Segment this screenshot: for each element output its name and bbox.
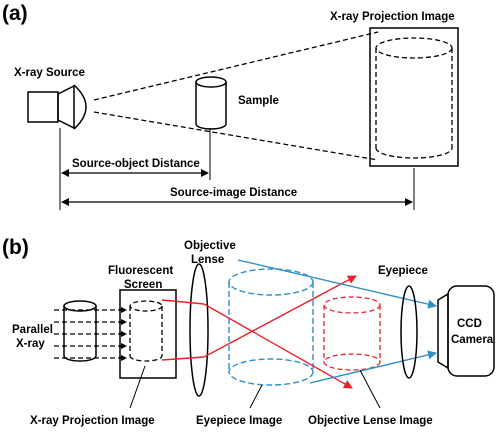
parallel-xray-rays — [54, 307, 127, 361]
xray-source-label: X-ray Source — [14, 67, 85, 79]
red-rays — [161, 275, 357, 389]
xray-source-neck — [57, 84, 75, 130]
fluorescent-screen — [119, 289, 177, 379]
objective-lens — [189, 263, 209, 397]
ccd-body — [447, 285, 495, 377]
projection-image-label: X-ray Projection Image — [330, 11, 455, 23]
projection-image-box — [369, 27, 459, 167]
projection-cylinder — [375, 37, 453, 159]
ccd-lens-mount — [437, 292, 449, 370]
xray-source — [27, 84, 87, 130]
source-object-label: Source-object Distance — [72, 158, 200, 170]
ccd-label-2: Camera — [451, 334, 494, 346]
ccd-camera — [437, 285, 495, 377]
objective-image-cylinder — [323, 296, 381, 371]
objective-label-1: Objective — [184, 240, 236, 252]
blue-rays — [237, 259, 437, 384]
projection-image-bottom-label: X-ray Projection Image — [30, 415, 155, 427]
xray-source-tip — [73, 84, 87, 130]
beam-lower — [93, 111, 379, 161]
xray-source-body — [27, 91, 59, 123]
screen-image-cylinder — [129, 300, 163, 362]
eyepiece-lens — [400, 285, 418, 379]
parallel-label-2: X-ray — [16, 338, 45, 350]
eyepiece-label: Eyepiece — [378, 265, 428, 277]
sample-label: Sample — [238, 95, 279, 107]
panel-b: (b) Parallel X-ray Fluorescent Screen — [2, 236, 495, 427]
projection-pointer — [129, 365, 146, 409]
panel-b-tag: (b) — [2, 236, 29, 259]
ccd-label-1: CCD — [457, 318, 482, 330]
objective-image-label: Objective Lense Image — [308, 415, 433, 427]
parallel-label-1: Parallel — [12, 324, 53, 336]
panel-a-tag: (a) — [2, 2, 28, 25]
eyepiece-image-cylinder — [228, 268, 314, 386]
objective-image-pointer — [359, 369, 381, 409]
eyepiece-image-pointer — [249, 384, 263, 409]
sample-cylinder — [195, 76, 227, 130]
objective-label-2: Lense — [191, 254, 224, 266]
panel-a: (a) X-ray Source Sample X-ray Proje — [2, 2, 459, 210]
screen-label-1: Fluorescent — [108, 265, 173, 277]
screen-label-2: Screen — [124, 279, 162, 291]
eyepiece-image-label: Eyepiece Image — [196, 415, 282, 427]
source-image-label: Source-image Distance — [170, 187, 297, 199]
beam-upper — [93, 31, 379, 101]
